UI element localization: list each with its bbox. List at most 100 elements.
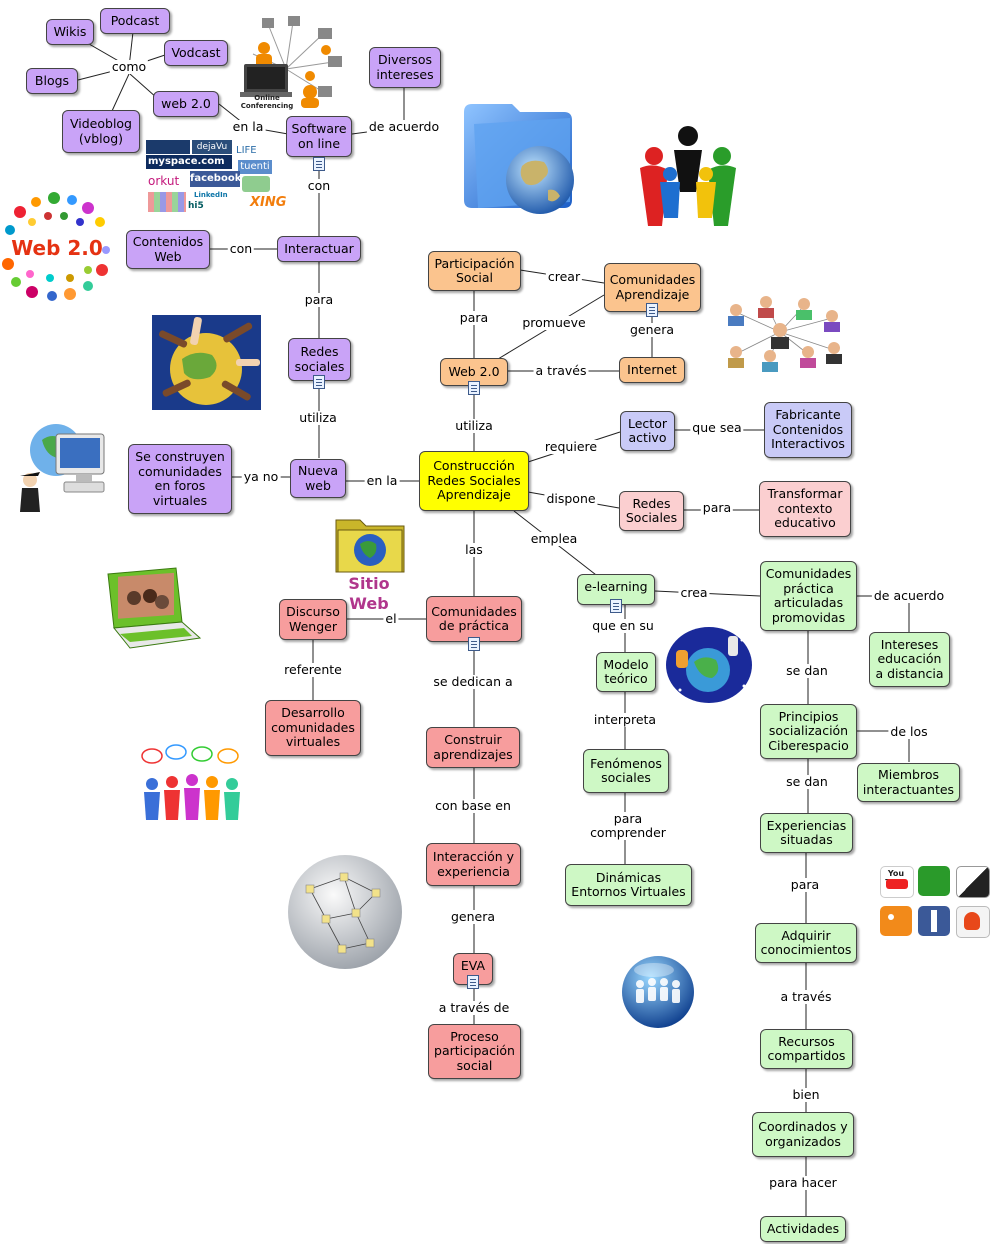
logo-myspace: myspace.com: [146, 155, 232, 169]
link-label: para: [302, 292, 336, 307]
node-interaccion[interactable]: Interacción y experiencia: [426, 843, 521, 886]
link-label: de acuerdo: [366, 119, 442, 134]
social-network-logos: dejaVu myspace.com LIFE tuenti orkut fac…: [146, 140, 287, 214]
rss-icon: [880, 906, 912, 936]
doc-icon[interactable]: [646, 303, 658, 317]
feed-burner-icon: [956, 906, 990, 938]
node-desarrollo[interactable]: Desarrollo comunidades virtuales: [265, 700, 361, 756]
link-label: de acuerdo: [871, 588, 947, 603]
link-label: crea: [678, 585, 710, 600]
node-software-online[interactable]: Software on line: [286, 116, 352, 157]
logo-facebook: facebook: [190, 171, 241, 187]
node-principios[interactable]: Principios socialización Ciberespacio: [760, 704, 857, 759]
node-coordinados[interactable]: Coordinados y organizados: [752, 1112, 854, 1157]
link-label: con base en: [433, 798, 513, 813]
node-dinamicas[interactable]: Dinámicas Entornos Virtuales: [565, 864, 692, 906]
online-conferencing-image: Online Conferencing: [238, 14, 346, 114]
link-label: se dan: [784, 774, 830, 789]
node-vodcast[interactable]: Vodcast: [164, 40, 228, 66]
link-label: con: [227, 241, 255, 256]
logo-xing: hi5: [188, 201, 204, 211]
node-diversos-intereses[interactable]: Diversos intereses: [369, 47, 441, 88]
node-transformar[interactable]: Transformar contexto educativo: [759, 481, 851, 537]
node-interactuar[interactable]: Interactuar: [277, 236, 361, 262]
link-label: genera: [627, 322, 677, 337]
link-label: interpreta: [591, 712, 659, 727]
youtube-icon: You Tube: [880, 866, 914, 898]
people-circle-icon: [634, 122, 742, 234]
node-podcast[interactable]: Podcast: [100, 8, 170, 34]
doc-icon[interactable]: [313, 375, 325, 389]
doc-icon[interactable]: [468, 637, 480, 651]
node-comunidades-articuladas[interactable]: Comunidades práctica articuladas promovi…: [760, 561, 857, 631]
node-redes-sociales-purple[interactable]: Redes sociales: [288, 338, 351, 381]
link-label: emplea: [528, 531, 580, 546]
web20-bubble-cloud: Web 2.0: [2, 190, 112, 302]
node-fenomenos[interactable]: Fenómenos sociales: [583, 749, 669, 793]
node-proceso[interactable]: Proceso participación social: [428, 1024, 521, 1079]
network-globe-image: [286, 853, 404, 971]
node-web20-small[interactable]: web 2.0: [153, 91, 219, 117]
speech-bubble-people-image: [138, 744, 248, 826]
node-videoblog[interactable]: Videoblog (vblog): [62, 110, 140, 153]
doc-icon[interactable]: [610, 599, 622, 613]
link-label: para comprender: [588, 811, 668, 840]
link-label: el: [383, 611, 399, 626]
doc-icon[interactable]: [468, 381, 480, 395]
social-app-icons: You Tube: [880, 866, 992, 942]
logo-orkut: orkut: [148, 174, 180, 188]
kids-globe-image: [666, 626, 752, 704]
logo-dejavu: dejaVu: [192, 140, 232, 154]
node-construir[interactable]: Construir aprendizajes: [426, 727, 520, 768]
link-label: en la: [364, 473, 400, 488]
green-laptop-image: [100, 562, 204, 658]
logo-linkedin: LinkedIn: [194, 191, 228, 199]
link-label: para: [788, 877, 822, 892]
link-label: que en su: [590, 618, 656, 633]
node-discurso-wenger[interactable]: Discurso Wenger: [279, 599, 347, 640]
node-eva[interactable]: EVA: [453, 953, 493, 985]
node-intereses-educacion[interactable]: Intereses educación a distancia: [869, 632, 950, 687]
node-comunidades-practica[interactable]: Comunidades de práctica: [426, 596, 522, 642]
node-internet[interactable]: Internet: [619, 357, 685, 383]
node-adquirir[interactable]: Adquirir conocimientos: [755, 923, 857, 963]
link-label: bien: [790, 1087, 822, 1102]
link-label: se dan: [784, 663, 830, 678]
logo-tuenti: tuenti: [238, 160, 272, 174]
sitio-web-folder: Sitio Web: [326, 512, 412, 613]
hands-globe-image: [152, 315, 261, 410]
online-conferencing-caption: Online Conferencing: [240, 94, 294, 110]
node-fabricante[interactable]: Fabricante Contenidos Interactivos: [764, 402, 852, 458]
node-experiencias[interactable]: Experiencias situadas: [760, 813, 853, 853]
node-actividades[interactable]: Actividades: [760, 1216, 846, 1242]
node-miembros[interactable]: Miembros interactuantes: [857, 763, 960, 802]
link-label: ya no: [241, 469, 281, 484]
logo-hi5: XING: [250, 195, 287, 210]
link-label: dispone: [544, 491, 598, 506]
doc-icon[interactable]: [313, 157, 325, 171]
node-recursos[interactable]: Recursos compartidos: [760, 1029, 853, 1069]
web20-cloud-title: Web 2.0: [11, 236, 103, 260]
link-label: como: [109, 59, 149, 74]
node-wikis[interactable]: Wikis: [46, 19, 94, 45]
link-label: a través: [533, 363, 589, 378]
node-central[interactable]: Construcción Redes Sociales Aprendizaje: [419, 451, 529, 511]
doc-icon[interactable]: [467, 975, 479, 989]
node-participacion-social[interactable]: Participación Social: [428, 251, 521, 291]
node-redes-sociales-pink[interactable]: Redes Sociales: [619, 491, 684, 531]
node-se-construyen[interactable]: Se construyen comunidades en foros virtu…: [128, 444, 232, 514]
node-lector-activo[interactable]: Lector activo: [620, 411, 675, 451]
node-contenidos-web[interactable]: Contenidos Web: [126, 230, 210, 269]
link-label: que sea: [690, 420, 744, 435]
link-label: promueve: [520, 315, 588, 330]
node-blogs[interactable]: Blogs: [26, 68, 78, 94]
link-label: para: [457, 310, 491, 325]
link-label: a través de: [436, 1000, 512, 1015]
link-label: en la: [230, 119, 266, 134]
node-nueva-web[interactable]: Nueva web: [290, 459, 346, 498]
link-label: referente: [282, 662, 344, 677]
link-label: crear: [545, 269, 583, 284]
folder-globe-icon: [460, 100, 580, 218]
node-modelo-teorico[interactable]: Modelo teórico: [596, 652, 656, 692]
